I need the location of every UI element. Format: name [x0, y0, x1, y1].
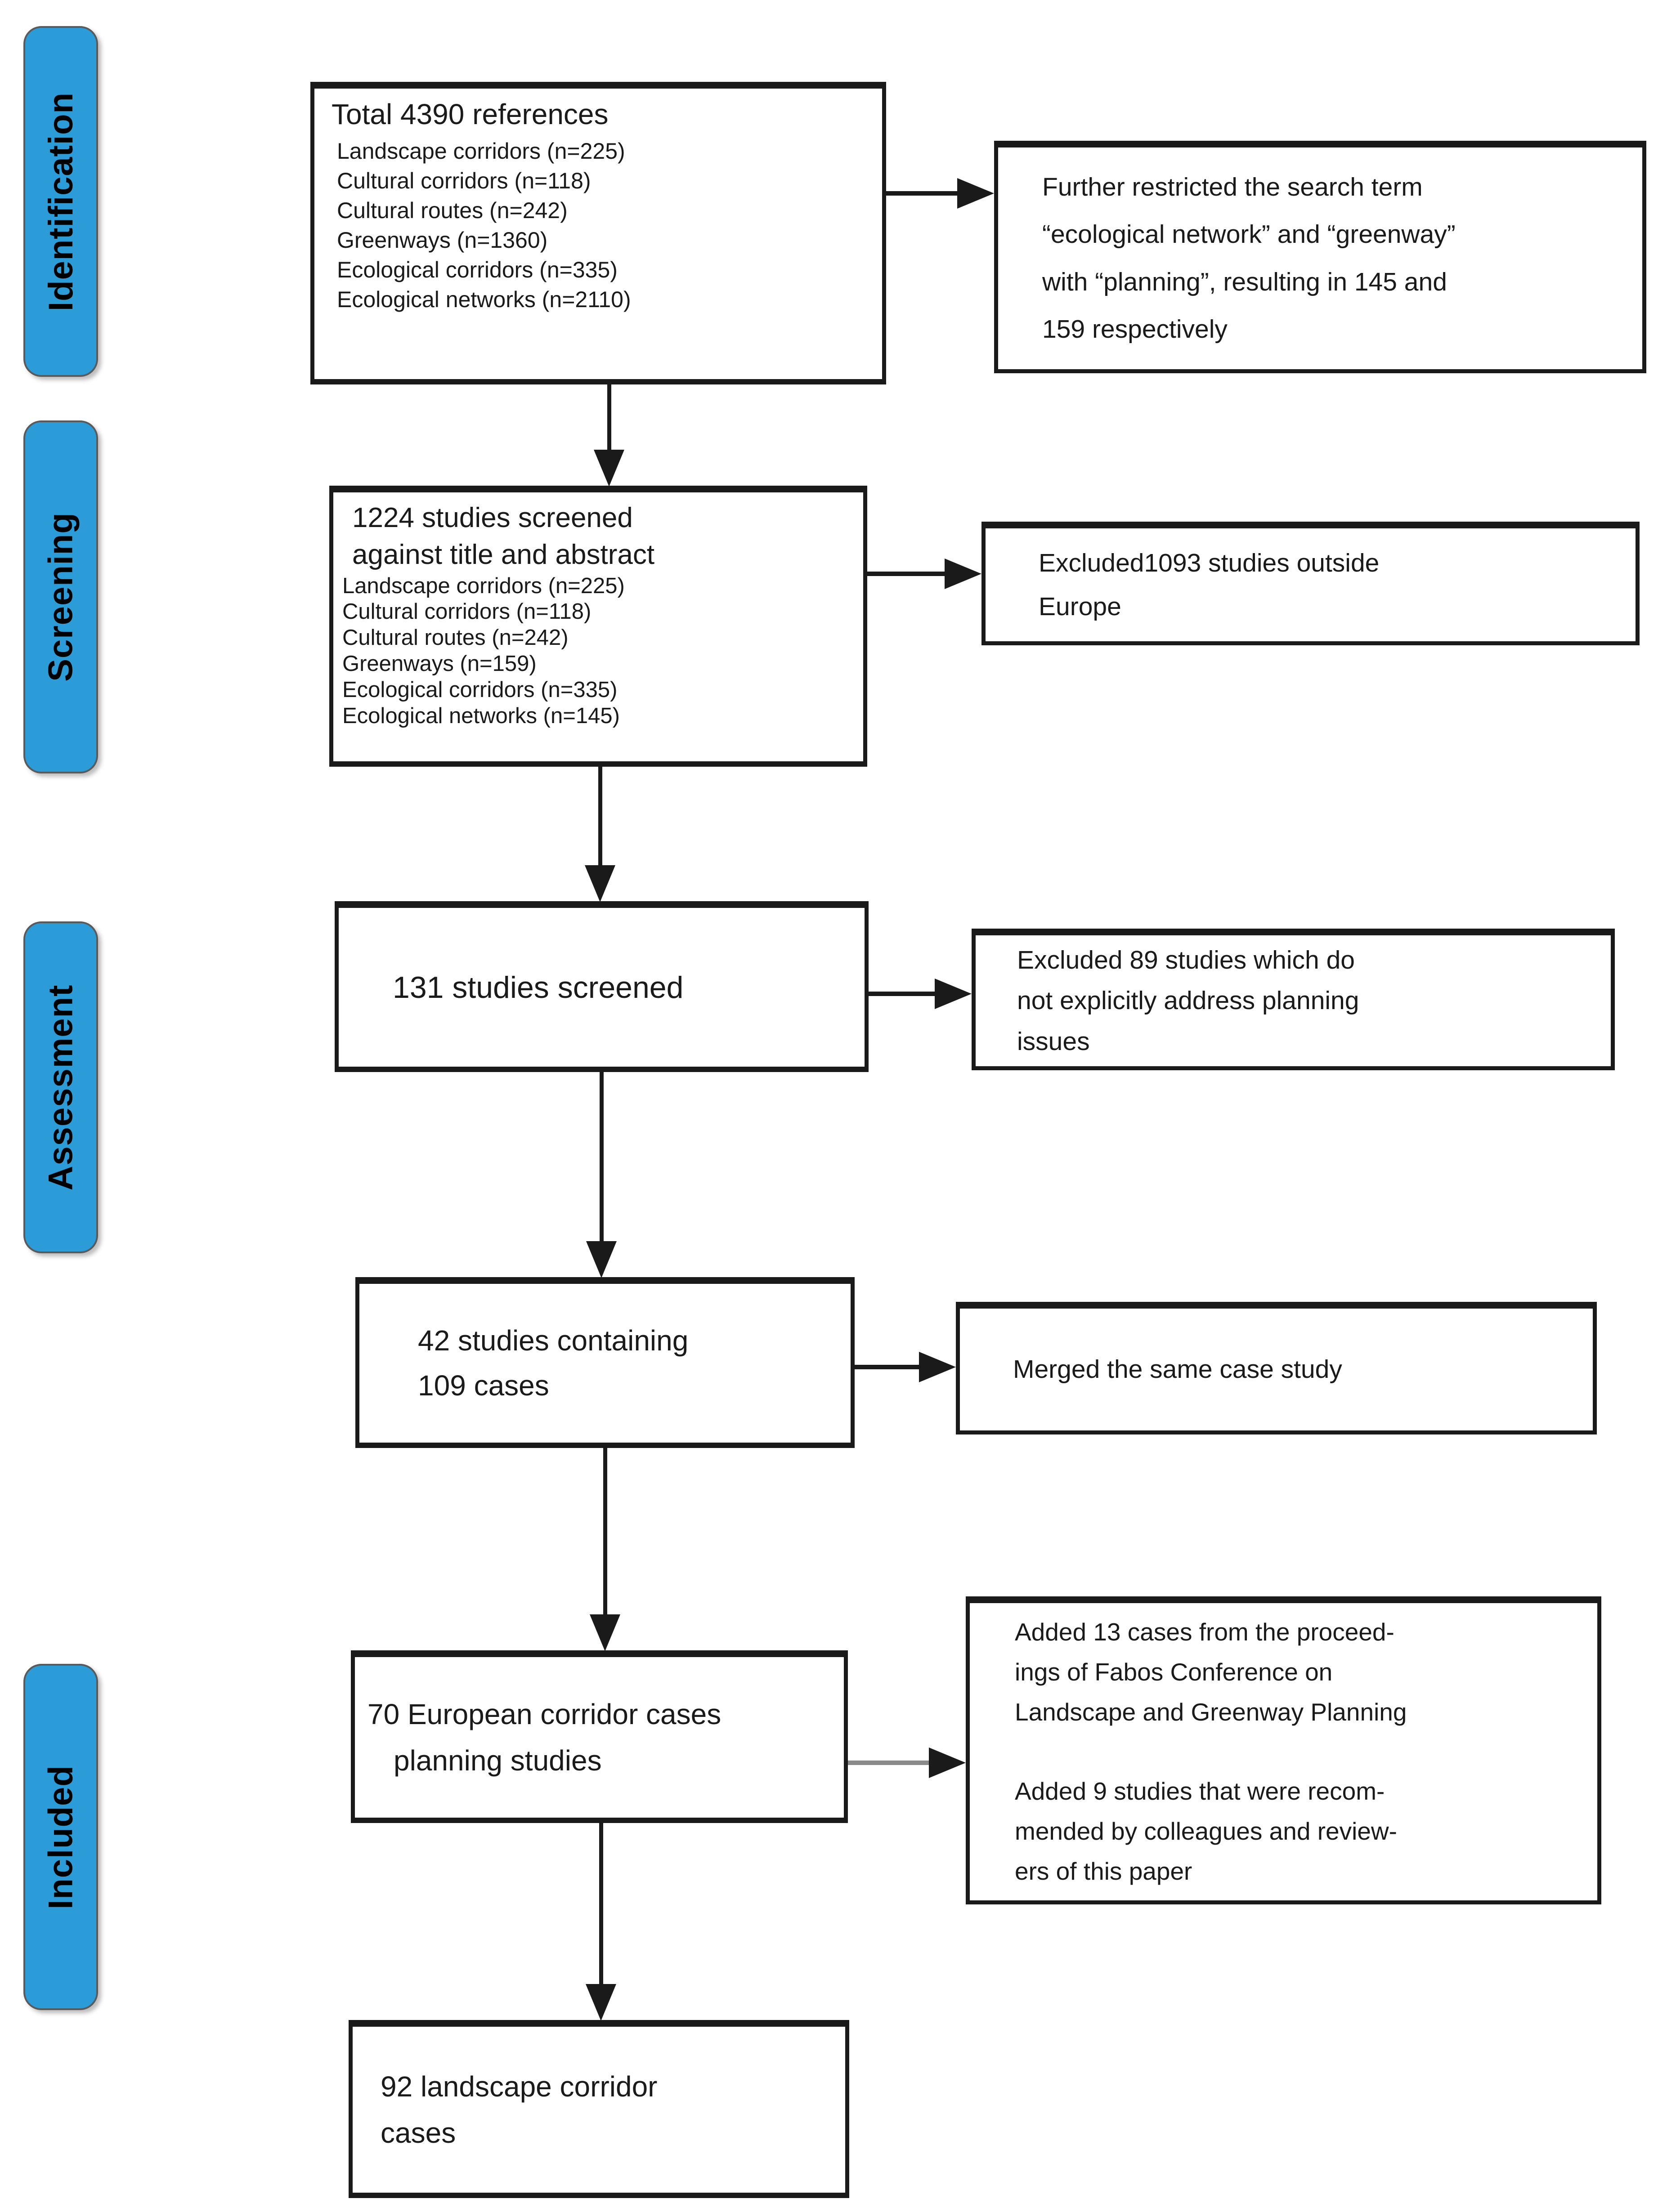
- stage-label-assessment: Assessment: [23, 921, 98, 1253]
- stage-label-screening: Screening: [23, 420, 98, 773]
- arrowhead-right-note5: [929, 1747, 966, 1778]
- note-excluded-89-text: issues: [1017, 1027, 1090, 1056]
- arrow-line-box5-to-box6: [599, 1823, 603, 1986]
- arrow-line-box1-to-box2: [607, 384, 611, 453]
- box-131-studies-screened-text: 131 studies screened: [393, 970, 684, 1005]
- note-added-13-cases-text: ings of Fabos Conference on: [1015, 1658, 1333, 1686]
- note-excluded-1093-text: Excluded1093 studies outside: [1039, 548, 1380, 577]
- stage-label-identification: Identification: [23, 26, 98, 377]
- arrowhead-down-box6: [586, 1984, 616, 2021]
- box-total-references-item: Landscape corridors (n=225): [337, 138, 625, 164]
- stage-label-screening-text: Screening: [41, 512, 80, 682]
- box-total-references-item: Cultural corridors (n=118): [337, 168, 591, 193]
- arrow-line-box5-to-note5: [848, 1761, 930, 1765]
- note-excluded-89-text: Excluded 89 studies which do: [1017, 946, 1355, 975]
- arrowhead-right-note1: [957, 178, 994, 209]
- box-total-references-item: Ecological networks (n=2110): [337, 286, 631, 312]
- note-excluded-89-text: not explicitly address planning: [1017, 986, 1359, 1015]
- note-restricted-search-terms: Further restricted the search term “ecol…: [994, 141, 1646, 373]
- paragraph-gap: [1015, 1733, 1597, 1771]
- arrow-line-box3-to-box4: [600, 1072, 604, 1244]
- box-total-references-item: Cultural routes (n=242): [337, 197, 568, 223]
- arrow-line-box3-to-note3: [869, 992, 936, 996]
- arrowhead-down-box4: [586, 1241, 617, 1278]
- box-studies-screened-item: Cultural routes (n=242): [342, 626, 569, 650]
- box-70-european-corridor-cases: 70 European corridor cases planning stud…: [351, 1650, 848, 1823]
- box-42-studies-109-cases-text: 42 studies containing: [418, 1324, 689, 1357]
- note-restricted-search-terms-text: Further restricted the search term: [1042, 172, 1423, 201]
- arrow-line-box4-to-box5: [603, 1448, 607, 1618]
- arrowhead-right-note2: [945, 559, 981, 589]
- box-42-studies-109-cases: 42 studies containing 109 cases: [355, 1277, 855, 1448]
- arrow-line-box2-to-box3: [598, 767, 602, 868]
- note-added-cases-studies: Added 13 cases from the proceed- ings of…: [966, 1596, 1601, 1904]
- note-added-13-cases-text: Landscape and Greenway Planning: [1015, 1698, 1407, 1726]
- box-total-references-item: Ecological corridors (n=335): [337, 257, 618, 282]
- box-42-studies-109-cases-text: 109 cases: [418, 1369, 549, 1402]
- arrowhead-right-note4: [919, 1352, 956, 1382]
- box-total-references-heading: Total 4390 references: [332, 98, 609, 130]
- box-92-landscape-corridor-cases-text: cases: [381, 2116, 456, 2149]
- box-studies-screened-heading: 1224 studies screened: [352, 502, 633, 533]
- box-92-landscape-corridor-cases-text: 92 landscape corridor: [381, 2070, 658, 2103]
- note-restricted-search-terms-text: with “planning”, resulting in 145 and: [1042, 267, 1447, 296]
- box-studies-screened-title-abstract: 1224 studies screened against title and …: [329, 486, 867, 767]
- note-added-9-studies-text: Added 9 studies that were recom-: [1015, 1777, 1385, 1805]
- note-restricted-search-terms-text: “ecological network” and “greenway”: [1042, 220, 1456, 249]
- stage-label-assessment-text: Assessment: [41, 984, 80, 1190]
- stage-label-included-text: Included: [41, 1765, 80, 1909]
- box-studies-screened-item: Ecological networks (n=145): [342, 703, 620, 728]
- box-studies-screened-heading: against title and abstract: [352, 539, 655, 570]
- arrow-line-box2-to-note2: [867, 572, 946, 576]
- box-studies-screened-item: Landscape corridors (n=225): [342, 573, 625, 598]
- note-added-9-studies-text: ers of this paper: [1015, 1857, 1192, 1885]
- box-131-studies-screened: 131 studies screened: [335, 901, 869, 1072]
- box-70-european-corridor-cases-text: planning studies: [394, 1744, 602, 1777]
- note-restricted-search-terms-text: 159 respectively: [1042, 314, 1228, 344]
- box-70-european-corridor-cases-text: 70 European corridor cases: [367, 1698, 721, 1731]
- box-studies-screened-item: Ecological corridors (n=335): [342, 677, 618, 702]
- note-merged-same-case-study-text: Merged the same case study: [1013, 1354, 1342, 1384]
- arrowhead-down-box2: [594, 450, 624, 487]
- arrowhead-down-box3: [585, 865, 615, 902]
- note-added-13-cases-text: Added 13 cases from the proceed-: [1015, 1618, 1394, 1646]
- arrow-line-box4-to-note4: [855, 1365, 920, 1369]
- arrow-line-box1-to-note1: [886, 191, 959, 196]
- box-studies-screened-item: Greenways (n=159): [342, 652, 537, 676]
- stage-label-identification-text: Identification: [41, 92, 80, 311]
- box-total-references-item: Greenways (n=1360): [337, 227, 548, 253]
- note-excluded-1093-outside-europe: Excluded1093 studies outside Europe: [981, 522, 1640, 645]
- box-studies-screened-item: Cultural corridors (n=118): [342, 599, 592, 624]
- note-merged-same-case-study: Merged the same case study: [956, 1302, 1597, 1434]
- box-92-landscape-corridor-cases: 92 landscape corridor cases: [349, 2020, 849, 2198]
- box-total-references: Total 4390 references Landscape corridor…: [310, 82, 886, 384]
- arrowhead-down-box5: [590, 1614, 620, 1651]
- note-excluded-1093-text: Europe: [1039, 592, 1121, 621]
- stage-label-included: Included: [23, 1664, 98, 2010]
- note-added-9-studies-text: mended by colleagues and review-: [1015, 1817, 1397, 1845]
- note-excluded-89-non-planning: Excluded 89 studies which do not explici…: [972, 929, 1615, 1070]
- arrowhead-right-note3: [935, 979, 972, 1009]
